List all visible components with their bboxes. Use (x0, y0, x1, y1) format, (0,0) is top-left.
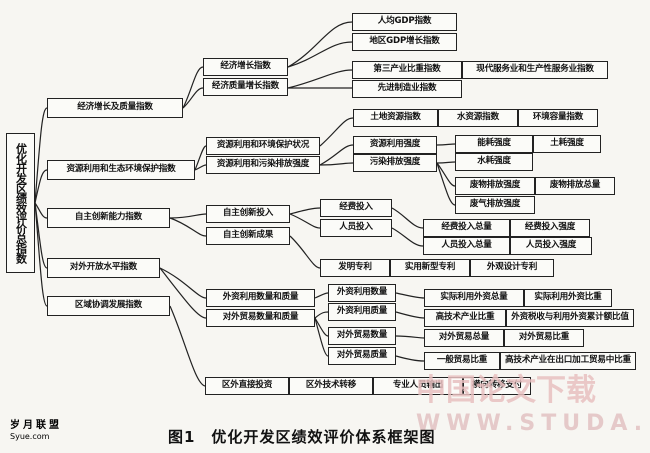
gas-emission-intensity: 废气排放强度 (455, 196, 535, 214)
watermark-url-text: WWW.STUDA.NET (416, 411, 650, 436)
pollution-emission-intensity: 污染排放强度 (353, 154, 437, 172)
figure-caption: 图1 优化开发区绩效评价体系框架图 (168, 427, 436, 446)
external-tech-transfer: 区外技术转移 (289, 377, 373, 395)
innovation-input: 自主创新投入 (206, 205, 290, 223)
trade-quantity-quality: 对外贸易数量和质量 (206, 309, 315, 327)
level1-econ-index: 经济增长及质量指数 (47, 98, 183, 118)
land-resource-index: 土地资源指数 (353, 109, 438, 127)
trade-ratio: 对外贸易比重 (504, 329, 584, 347)
personnel-input: 人员投入 (320, 219, 392, 237)
fdi-quality: 外资利用质量 (328, 303, 396, 321)
econ-growth-index: 经济增长指数 (203, 58, 288, 76)
waste-emission-total: 废物排放总量 (535, 177, 615, 195)
gdp-per-capita-index: 人均GDP指数 (352, 13, 457, 31)
level1-resource-index: 资源利用和生态环境保护指数 (47, 160, 195, 180)
gdp-growth-index: 地区GDP增长指数 (352, 33, 457, 51)
general-trade-ratio: 一般贸易比重 (424, 352, 500, 370)
resource-use-intensity: 资源利用强度 (353, 136, 437, 154)
invention-patent: 发明专利 (320, 259, 390, 277)
horizontal-transfer-payment: 横向转移支付 (463, 377, 531, 395)
hitech-industry-ratio: 高技术产业比重 (424, 309, 506, 327)
energy-intensity: 能耗强度 (455, 135, 533, 153)
personnel-total: 人员投入总量 (423, 237, 510, 255)
trade-total: 对外贸易总量 (424, 329, 504, 347)
waste-emission-intensity: 废物排放强度 (455, 177, 535, 195)
environment-capacity-index: 环境容量指数 (518, 109, 598, 127)
land-use-intensity: 土耗强度 (533, 135, 601, 153)
watermark-left-url: Syue.com (10, 432, 50, 441)
actual-fdi-ratio: 实际利用外资比重 (524, 289, 612, 307)
water-use-intensity: 水耗强度 (455, 153, 533, 171)
funding-intensity: 经费投入强度 (510, 219, 590, 237)
watermark-left-name: 岁月联盟 (10, 420, 62, 431)
trade-quantity: 对外贸易数量 (328, 327, 396, 345)
watermark-cn-text: 中国论文下载 (416, 373, 596, 408)
resource-pollution-intensity: 资源利用和污染排放强度 (206, 156, 320, 174)
level1-regional-index: 区域协调发展指数 (47, 296, 170, 316)
utility-patent: 实用新型专利 (390, 259, 470, 277)
funding-total: 经费投入总量 (423, 219, 510, 237)
root-total-index: 优化开发区绩效评价总指数 (6, 133, 35, 273)
water-resource-index: 水资源指数 (438, 109, 518, 127)
level1-openness-index: 对外开放水平指数 (47, 258, 160, 278)
design-patent: 外观设计专利 (470, 259, 554, 277)
innovation-output: 自主创新成果 (206, 227, 290, 245)
actual-fdi-total: 实际利用外资总量 (424, 289, 524, 307)
watermark-logo: 中国论文下载 WWW.STUDA.NET (416, 373, 650, 436)
fdi-quantity-quality: 外资利用数量和质量 (206, 289, 315, 307)
fdi-tax-ratio: 外资税收与利用外资累计额比值 (506, 309, 634, 327)
personnel-intensity: 人员投入强度 (510, 237, 592, 255)
level1-innovation-index: 自主创新能力指数 (47, 208, 170, 228)
advanced-manufacturing-index: 先进制造业指数 (352, 80, 462, 98)
external-direct-investment: 区外直接投资 (205, 377, 289, 395)
tertiary-ratio-index: 第三产业比重指数 (352, 61, 462, 79)
resource-environment-status: 资源利用和环境保护状况 (206, 137, 320, 155)
econ-quality-index: 经济质量增长指数 (203, 78, 288, 96)
modern-service-index: 现代服务业和生产性服务业指数 (462, 61, 608, 79)
funding-input: 经费投入 (320, 199, 392, 217)
trade-quality: 对外贸易质量 (328, 347, 396, 365)
professional-talent-output: 专业人员输出 (373, 377, 463, 395)
hitech-export-ratio: 高技术产业在出口加工贸易中比重 (500, 352, 636, 370)
fdi-quantity: 外资利用数量 (328, 284, 396, 302)
